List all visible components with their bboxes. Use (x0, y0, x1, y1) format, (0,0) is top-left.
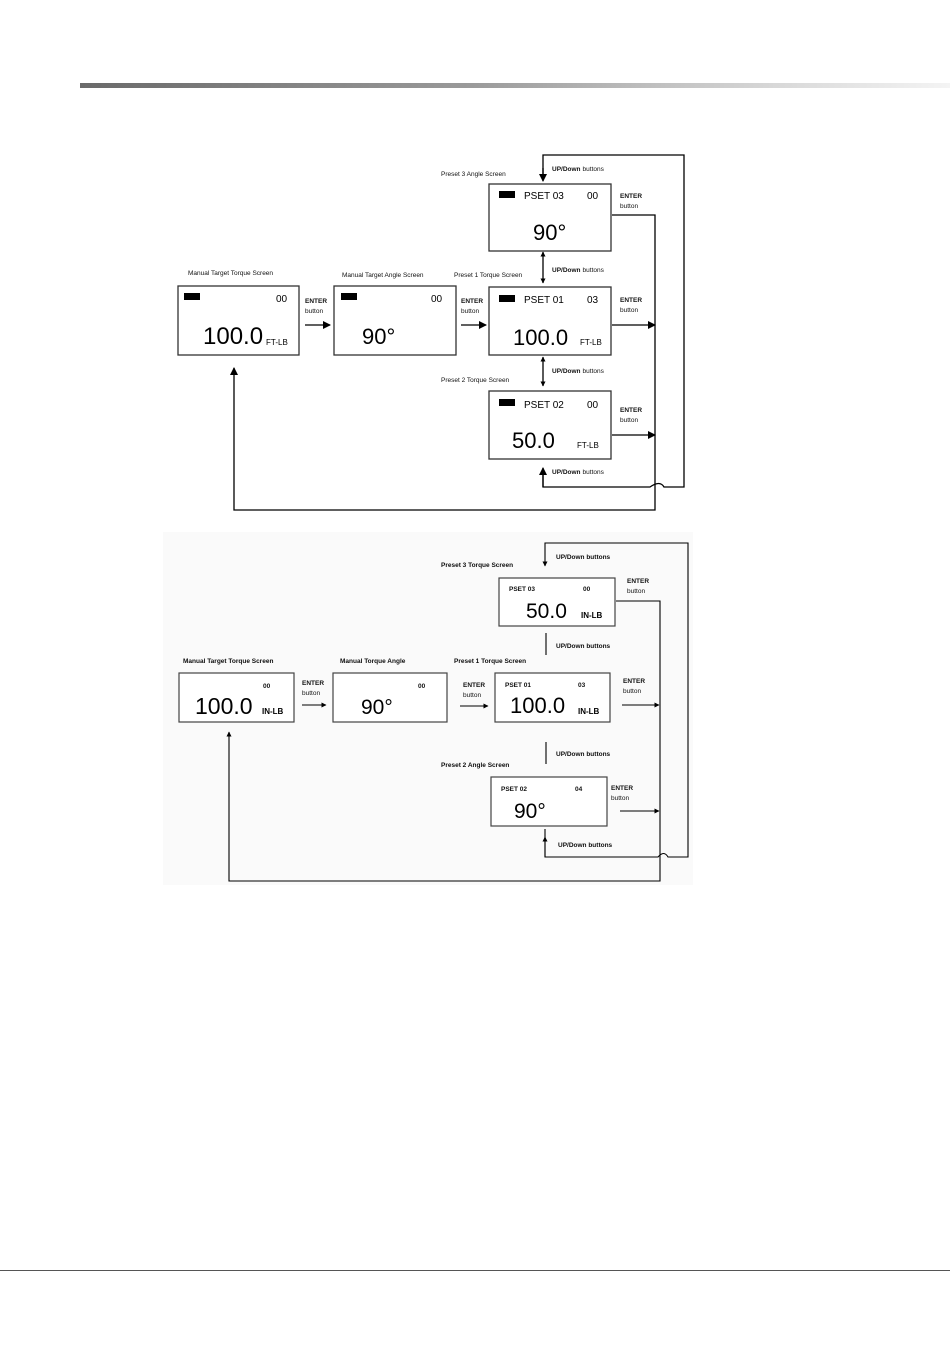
screen-preset1-a: PSET 01 03 100.0 FT-LB (488, 286, 612, 356)
label-manual-torque-b: Manual Target Torque Screen (183, 658, 273, 665)
screen-value: 100.0 (513, 325, 568, 350)
enter-label: ENTER (461, 298, 483, 305)
screen-value: 100.0 (510, 693, 565, 718)
battery-icon (184, 293, 200, 300)
connector-lines-b (226, 542, 689, 882)
enter-sub-label: button (620, 203, 638, 210)
connector-lines-a (230, 154, 685, 511)
screen-code: 00 (418, 683, 426, 690)
screen-code: 00 (263, 683, 271, 690)
screen-value: 100.0 (195, 693, 253, 719)
screen-value: 90° (514, 800, 546, 823)
enter-label: ENTER (302, 680, 324, 687)
enter-sub-label: button (305, 308, 323, 315)
screen-code: 00 (583, 586, 591, 593)
screen-preset2-b: PSET 02 04 90° (490, 776, 608, 827)
screen-unit: FT-LB (577, 441, 599, 450)
enter-sub-label: button (302, 690, 320, 697)
battery-icon (499, 295, 515, 302)
enter-label: ENTER (611, 785, 633, 792)
screen-manual-torque-a: 00 100.0 FT-LB (177, 285, 300, 356)
label-preset1-a: Preset 1 Torque Screen (454, 272, 523, 279)
screen-code: 00 (276, 294, 288, 305)
screen-value: 100.0 (203, 323, 263, 350)
enter-sub-label: button (620, 307, 638, 314)
header-rule (80, 83, 950, 88)
battery-icon (499, 399, 515, 406)
screen-unit: IN-LB (262, 707, 284, 716)
label-preset2-b: Preset 2 Angle Screen (441, 762, 509, 769)
diagram-a: Manual Target Torque Screen 00 100.0 FT-… (177, 154, 685, 511)
screen-manual-angle-b: 00 90° (332, 672, 448, 723)
label-preset3-b: Preset 3 Torque Screen (441, 562, 513, 569)
screen-code: 03 (578, 682, 586, 689)
screen-unit: IN-LB (581, 611, 603, 620)
screen-preset2-a: PSET 02 00 50.0 FT-LB (488, 390, 612, 460)
enter-sub-label: button (611, 795, 629, 802)
label-preset1-b: Preset 1 Torque Screen (454, 658, 526, 665)
screen-value: 50.0 (526, 600, 567, 623)
enter-label: ENTER (620, 407, 642, 414)
screen-value: 50.0 (512, 428, 555, 453)
screen-manual-torque-b: 00 100.0 IN-LB (178, 672, 295, 723)
enter-label: ENTER (627, 578, 649, 585)
screen-code: 00 (431, 294, 443, 305)
screen-value: 90° (362, 324, 395, 349)
enter-label: ENTER (463, 682, 485, 689)
enter-label: ENTER (620, 193, 642, 200)
enter-label: ENTER (620, 297, 642, 304)
screen-code: 00 (587, 191, 599, 202)
enter-sub-label: button (463, 692, 481, 699)
screen-pset: PSET 02 (501, 786, 527, 793)
enter-label: ENTER (305, 298, 327, 305)
footer-rule (0, 1270, 950, 1271)
enter-sub-label: button (623, 688, 641, 695)
screen-pset: PSET 01 (524, 295, 564, 306)
screen-pset: PSET 01 (505, 682, 531, 689)
enter-sub-label: button (627, 588, 645, 595)
battery-icon (341, 293, 357, 300)
screen-pset: PSET 03 (524, 191, 564, 202)
enter-label: ENTER (623, 678, 645, 685)
battery-icon (499, 191, 515, 198)
updown-label-mid2: UP/Down buttons (556, 751, 611, 758)
label-preset2-a: Preset 2 Torque Screen (441, 377, 510, 384)
screen-value: 90° (361, 696, 393, 719)
screen-unit: IN-LB (578, 707, 600, 716)
screen-manual-angle-a: 00 90° (333, 285, 457, 356)
label-manual-angle-b: Manual Torque Angle (340, 658, 406, 665)
screen-code: 00 (587, 400, 599, 411)
diagram-b: Manual Target Torque Screen 00 100.0 IN-… (163, 532, 693, 885)
screen-value: 90° (533, 220, 566, 245)
screen-code: 03 (587, 295, 599, 306)
updown-label-top: UP/Down buttons (556, 554, 611, 561)
screen-code: 04 (575, 786, 583, 793)
updown-label-mid1: UP/Down buttons (556, 643, 611, 650)
enter-sub-label: button (620, 417, 638, 424)
label-manual-angle-a: Manual Target Angle Screen (342, 272, 424, 279)
screen-unit: FT-LB (580, 338, 602, 347)
label-preset3-a: Preset 3 Angle Screen (441, 171, 506, 178)
screen-pset: PSET 03 (509, 586, 535, 593)
screen-preset3-a: PSET 03 00 90° (488, 183, 612, 252)
screen-unit: FT-LB (266, 338, 288, 347)
screen-pset: PSET 02 (524, 400, 564, 411)
enter-sub-label: button (461, 308, 479, 315)
screen-preset3-b: PSET 03 00 50.0 IN-LB (498, 577, 616, 627)
label-manual-torque-a: Manual Target Torque Screen (188, 270, 273, 277)
screen-preset1-b: PSET 01 03 100.0 IN-LB (494, 672, 611, 723)
updown-label-bottom: UP/Down buttons (558, 842, 613, 849)
